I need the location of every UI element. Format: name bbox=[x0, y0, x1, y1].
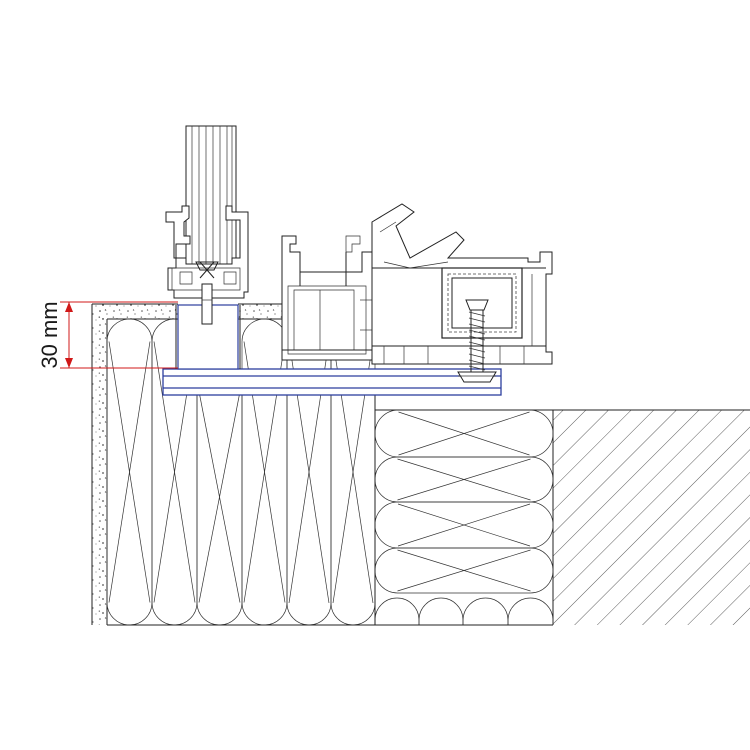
installation-board bbox=[162, 368, 502, 396]
dimension-label: 30 mm bbox=[37, 301, 62, 368]
glazing-unit bbox=[185, 125, 237, 267]
thermal-insulation-horizontal bbox=[374, 409, 554, 625]
window-frame-profile bbox=[281, 235, 373, 361]
frame-screw bbox=[457, 299, 497, 383]
masonry-wall bbox=[552, 409, 750, 625]
glazing-bead bbox=[165, 205, 249, 299]
insulation-lobe-small bbox=[374, 597, 420, 625]
insulation-outline bbox=[107, 395, 553, 626]
dimension-30mm: 30 mm bbox=[37, 301, 178, 369]
insulation-lobe-small bbox=[418, 597, 464, 625]
glazing-fixing-bolt bbox=[201, 283, 213, 325]
insulation-lobe-small bbox=[507, 597, 554, 625]
thermal-insulation-vertical bbox=[106, 318, 376, 626]
insulation-roll bbox=[374, 547, 554, 594]
insulation-lobe-small bbox=[462, 597, 509, 625]
